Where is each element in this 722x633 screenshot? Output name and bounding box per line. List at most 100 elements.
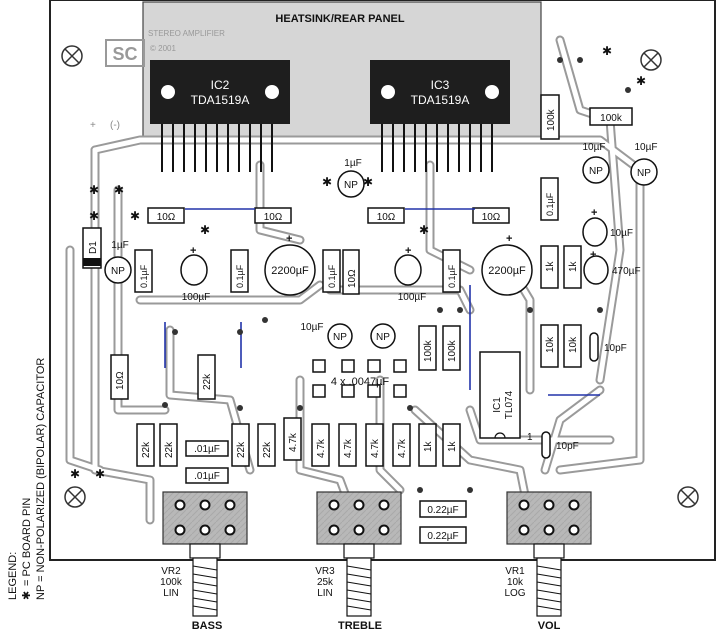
svg-text:4.7k: 4.7k (316, 438, 327, 458)
svg-text:+: + (506, 233, 512, 245)
heatsink-label: HEATSINK/REAR PANEL (275, 13, 404, 25)
watermark-line-1: STEREO AMPLIFIER (148, 29, 225, 38)
np-right-b-value: 10µF (635, 142, 658, 153)
capacitor-0.1uf-a: 0.1µF (134, 249, 153, 293)
svg-text:10pF: 10pF (556, 441, 579, 452)
resistor-1k-b: 1k (563, 245, 582, 289)
svg-text:1: 1 (527, 432, 533, 443)
svg-text:TL074: TL074 (504, 390, 515, 419)
resistor-22k-mid: 22k (197, 354, 216, 400)
vr3-value: 25k (317, 577, 334, 588)
svg-text:✱: ✱ (114, 183, 124, 197)
legend-star-icon: ✱ (21, 591, 33, 600)
ic3-legs (381, 124, 493, 172)
svg-text:0.22µF: 0.22µF (427, 531, 458, 542)
svg-text:✱: ✱ (95, 467, 105, 481)
svg-text:22k: 22k (236, 441, 247, 458)
ic2-package: IC2 TDA1519A (150, 60, 290, 124)
ic3-package: IC3 TDA1519A (370, 60, 510, 124)
svg-text:10Ω: 10Ω (264, 212, 283, 223)
svg-text:0.22µF: 0.22µF (427, 505, 458, 516)
vr3-ref: VR3 (315, 566, 335, 577)
svg-text:4.7k: 4.7k (288, 432, 299, 452)
legend-line-2: NP = NON-POLARIZED (BIPOLAR) CAPACITOR (35, 358, 47, 600)
svg-text:100k: 100k (600, 113, 623, 124)
resistor-1k-a: 1k (540, 245, 559, 289)
svg-text:NP: NP (344, 180, 358, 191)
resistor-100k-b: 100k (442, 325, 461, 371)
resistor-10k-b: 10k (563, 324, 582, 368)
np-capacitor-mid-b: NP (370, 323, 396, 349)
electrolytic-100uf-a: + 100µF (180, 245, 210, 303)
svg-text:1k: 1k (545, 260, 556, 272)
svg-text:0.1µF: 0.1µF (139, 264, 149, 288)
svg-text:+: + (591, 207, 597, 219)
resistor-4.7k-a: 4.7k (283, 417, 302, 461)
resistor-10ohm-left: 10Ω (110, 354, 129, 400)
potentiometer-vr3-treble (316, 491, 402, 617)
svg-text:✱: ✱ (200, 223, 210, 237)
capacitor-0.1uf-c: 0.1µF (322, 249, 341, 293)
svg-text:1k: 1k (447, 440, 458, 452)
capacitor-0.22uf-b: 0.22µF (419, 526, 467, 544)
legend-title: LEGEND: (7, 552, 19, 600)
svg-text:10Ω: 10Ω (347, 269, 358, 288)
vr1-taper: LOG (504, 588, 525, 599)
resistor-4.7k-b: 4.7k (311, 423, 330, 467)
svg-text:✱: ✱ (89, 209, 99, 223)
resistor-100k-a: 100k (418, 325, 437, 371)
svg-text:10Ω: 10Ω (115, 371, 126, 390)
resistor-1k-c: 1k (418, 423, 437, 467)
svg-text:22k: 22k (262, 441, 273, 458)
watermark-line-2: © 2001 (150, 44, 176, 53)
potentiometer-vr2-bass (162, 491, 248, 617)
svg-text:10Ω: 10Ω (377, 212, 396, 223)
svg-text:✱: ✱ (130, 209, 140, 223)
svg-text:NP: NP (376, 332, 390, 343)
svg-text:470µF: 470µF (612, 266, 641, 277)
capacitor-0.1uf-b: 0.1µF (230, 249, 249, 293)
svg-text:1k: 1k (423, 440, 434, 452)
vr2-ref: VR2 (161, 566, 181, 577)
polarity-minus: (-) (110, 120, 120, 131)
svg-text:+: + (286, 233, 292, 245)
vr1-name: VOL (538, 620, 561, 632)
capacitor-001uf-a: .01µF (185, 440, 229, 457)
svg-text:D1: D1 (88, 241, 99, 254)
svg-text:.01µF: .01µF (194, 444, 220, 455)
resistor-10ohm-d: 10Ω (472, 207, 510, 224)
mounting-hole-top-right (640, 49, 662, 71)
svg-text:✱: ✱ (636, 74, 646, 88)
svg-text:22k: 22k (202, 373, 213, 390)
svg-text:4.7k: 4.7k (397, 438, 408, 458)
svg-text:.01µF: .01µF (194, 471, 220, 482)
svg-text:+: + (405, 245, 411, 257)
svg-text:✱: ✱ (89, 183, 99, 197)
vr2-taper: LIN (163, 588, 179, 599)
svg-text:100k: 100k (423, 339, 434, 362)
resistor-10ohm-center: 10Ω (342, 249, 360, 295)
svg-text:100µF: 100µF (398, 292, 427, 303)
diode-d1: D1 (82, 227, 102, 269)
svg-text:2200µF: 2200µF (271, 265, 309, 277)
np-center-value: 1µF (344, 158, 361, 169)
ic3-part: TDA1519A (411, 93, 470, 107)
vr2-value: 100k (160, 577, 183, 588)
svg-text:22k: 22k (141, 441, 152, 458)
capacitor-0.1uf-d: 0.1µF (442, 249, 461, 293)
capacitor-10pf-b: 10pF (541, 431, 579, 459)
svg-text:0.1µF: 0.1µF (447, 264, 457, 288)
np-capacitor-center: NP (337, 170, 365, 198)
resistor-22k-a: 22k (136, 423, 155, 467)
np-capacitor-right-b: NP (630, 158, 658, 186)
svg-text:4.7k: 4.7k (343, 438, 354, 458)
solder-pads (162, 57, 631, 493)
potentiometer-vr1-volume (506, 491, 592, 617)
resistor-4.7k-e: 4.7k (392, 423, 411, 467)
np-right-a-value: 10µF (583, 142, 606, 153)
svg-text:4 x .0047µF: 4 x .0047µF (331, 376, 390, 388)
svg-text:✱: ✱ (322, 175, 332, 189)
legend-line-1: = PC BOARD PIN (21, 498, 33, 586)
resistor-100k-horizontal: 100k (589, 107, 633, 126)
